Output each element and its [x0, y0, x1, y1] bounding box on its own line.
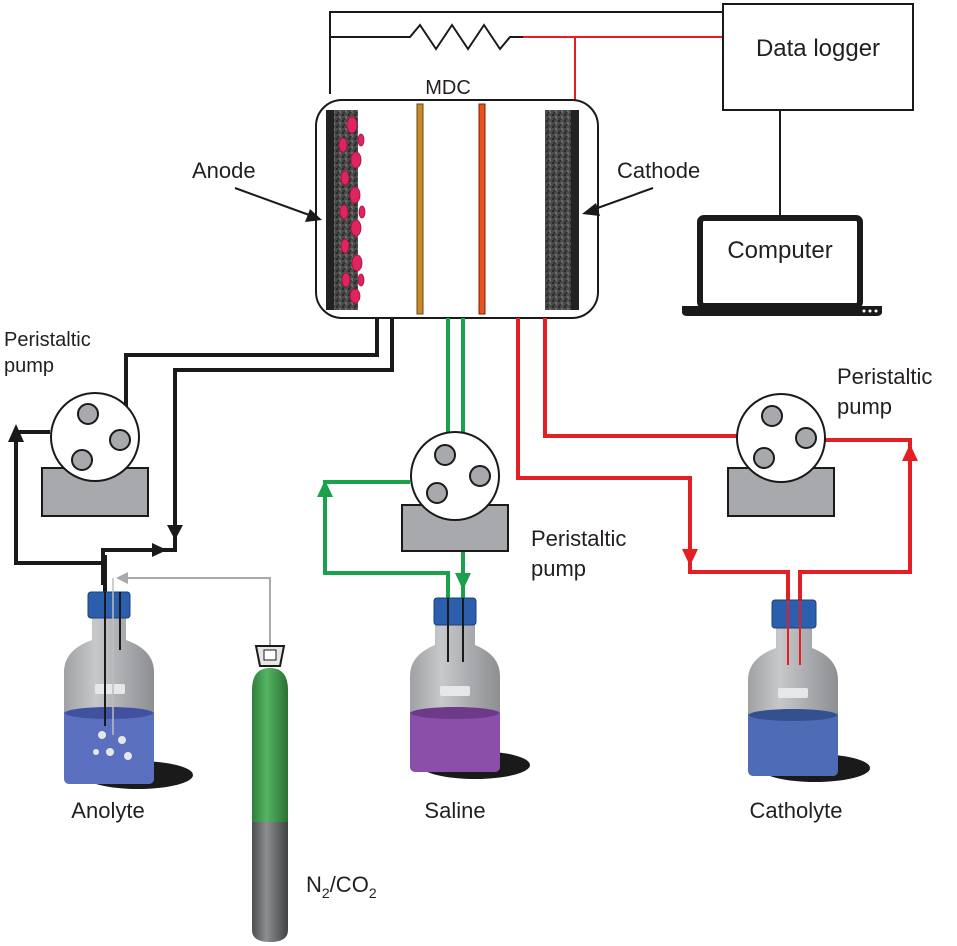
bottle-cap: [771, 599, 817, 629]
gas-label-co: /CO: [330, 872, 369, 897]
pump-right-label-line2: pump: [837, 394, 892, 419]
cathode-label: Cathode: [617, 158, 700, 183]
pump-roller-icon: [426, 482, 448, 504]
pump-roller-icon: [71, 449, 93, 471]
external-circuit: [329, 11, 723, 100]
pump-left-label-line1: Peristaltic: [4, 329, 91, 351]
gas-arrow-icon: [116, 572, 128, 584]
liquid-surface: [411, 707, 499, 719]
catholyte-tube-out: [543, 318, 738, 438]
pump-roller-icon: [469, 465, 491, 487]
anolyte-bottle: Anolyte: [64, 578, 193, 823]
bottle-cap: [433, 597, 477, 626]
gas-label: N2/CO2: [306, 872, 377, 901]
laptop-led-icon: [868, 309, 872, 313]
catholyte-arrow-up-icon: [902, 444, 918, 461]
liquid-surface: [749, 709, 837, 721]
pump-roller-icon: [109, 429, 131, 451]
saline-arrow-up-icon: [317, 480, 333, 497]
laptop-led-icon: [874, 309, 878, 313]
pump-left-label-line2: pump: [4, 355, 54, 377]
resistor: [330, 23, 523, 51]
pump-right-label-line1: Peristaltic: [837, 364, 932, 389]
bottle-label-patch: [440, 686, 470, 696]
bottle-label-patch: [95, 684, 125, 694]
anolyte-label: Anolyte: [71, 798, 144, 823]
pump-roller-icon: [753, 447, 775, 469]
data-logger: Data logger: [722, 3, 914, 222]
saline-liquid: [410, 707, 500, 772]
liquid-surface: [65, 707, 153, 719]
gas-bubble-icon: [98, 731, 106, 739]
catholyte-liquid: [748, 709, 838, 776]
catholyte-arrow-down-icon: [682, 549, 698, 566]
cation-exchange-membrane: [478, 103, 486, 315]
pump-middle-label-line2: pump: [531, 556, 586, 581]
anolyte-arrow-left-icon: [152, 543, 167, 557]
anolyte-tube-return: [101, 318, 394, 585]
gas-bubble-icon: [118, 736, 126, 744]
data-logger-box: [722, 3, 914, 111]
pump-middle-label-line1: Peristaltic: [531, 526, 626, 551]
mdc-reactor: MDC: [315, 77, 599, 319]
laptop-base: [682, 306, 882, 316]
cathode-plate: [571, 110, 579, 310]
peristaltic-pump-right: Peristaltic pump: [727, 364, 932, 517]
anode-plate: [326, 110, 334, 310]
bottle-label-patch: [778, 688, 808, 698]
gas-bubble-icon: [124, 752, 132, 760]
computer-label: Computer: [727, 237, 832, 264]
gas-line: [126, 577, 271, 645]
saline-arrow-down-icon: [455, 573, 471, 590]
pump-roller-icon: [795, 427, 817, 449]
catholyte-label: Catholyte: [750, 798, 843, 823]
saline-label: Saline: [424, 798, 485, 823]
computer: Computer: [682, 215, 882, 316]
anode-label: Anode: [192, 158, 256, 183]
circuit-wire-top: [329, 11, 723, 94]
gas-bubble-icon: [93, 749, 99, 755]
anion-exchange-membrane: [416, 103, 424, 315]
gas-label-sub2: 2: [369, 885, 377, 901]
gas-label-n: N: [306, 872, 322, 897]
cathode-carbon-cloth: [545, 110, 571, 310]
cathode-callout: Cathode: [582, 158, 700, 216]
catholyte-bottle: Catholyte: [748, 599, 870, 823]
data-logger-label: Data logger: [756, 35, 880, 62]
reactor-body: [315, 99, 599, 319]
laptop-led-icon: [862, 309, 866, 313]
anode-arrow-head-icon: [305, 209, 322, 222]
anolyte-arrow-up-icon: [8, 424, 24, 442]
anolyte-arrow-down-icon: [167, 525, 183, 540]
pump-roller-icon: [434, 444, 456, 466]
gas-label-sub1: 2: [322, 885, 330, 901]
anode-callout: Anode: [192, 158, 322, 222]
peristaltic-pump-middle: Peristaltic pump: [401, 431, 626, 581]
cylinder-top: [252, 668, 288, 822]
cathode-arrow-head-icon: [582, 203, 600, 216]
anolyte-liquid: [64, 707, 154, 784]
valve-handle: [263, 649, 277, 661]
mdc-label: MDC: [425, 77, 471, 99]
pump-roller-icon: [77, 403, 99, 425]
gas-cylinder: N2/CO2: [252, 645, 377, 942]
peristaltic-pump-left: Peristaltic pump: [4, 329, 149, 517]
anolyte-tube-out: [124, 318, 379, 438]
saline-bottle: Saline: [410, 597, 530, 823]
pump-roller-icon: [761, 405, 783, 427]
bottle-cap: [87, 591, 131, 619]
cylinder-bottom: [252, 822, 288, 942]
anode-arrow-line: [234, 187, 313, 217]
catholyte-tube-return: [516, 318, 790, 662]
cathode-arrow-line: [591, 187, 654, 211]
gas-bubble-icon: [106, 748, 114, 756]
biofilm: [338, 116, 366, 304]
